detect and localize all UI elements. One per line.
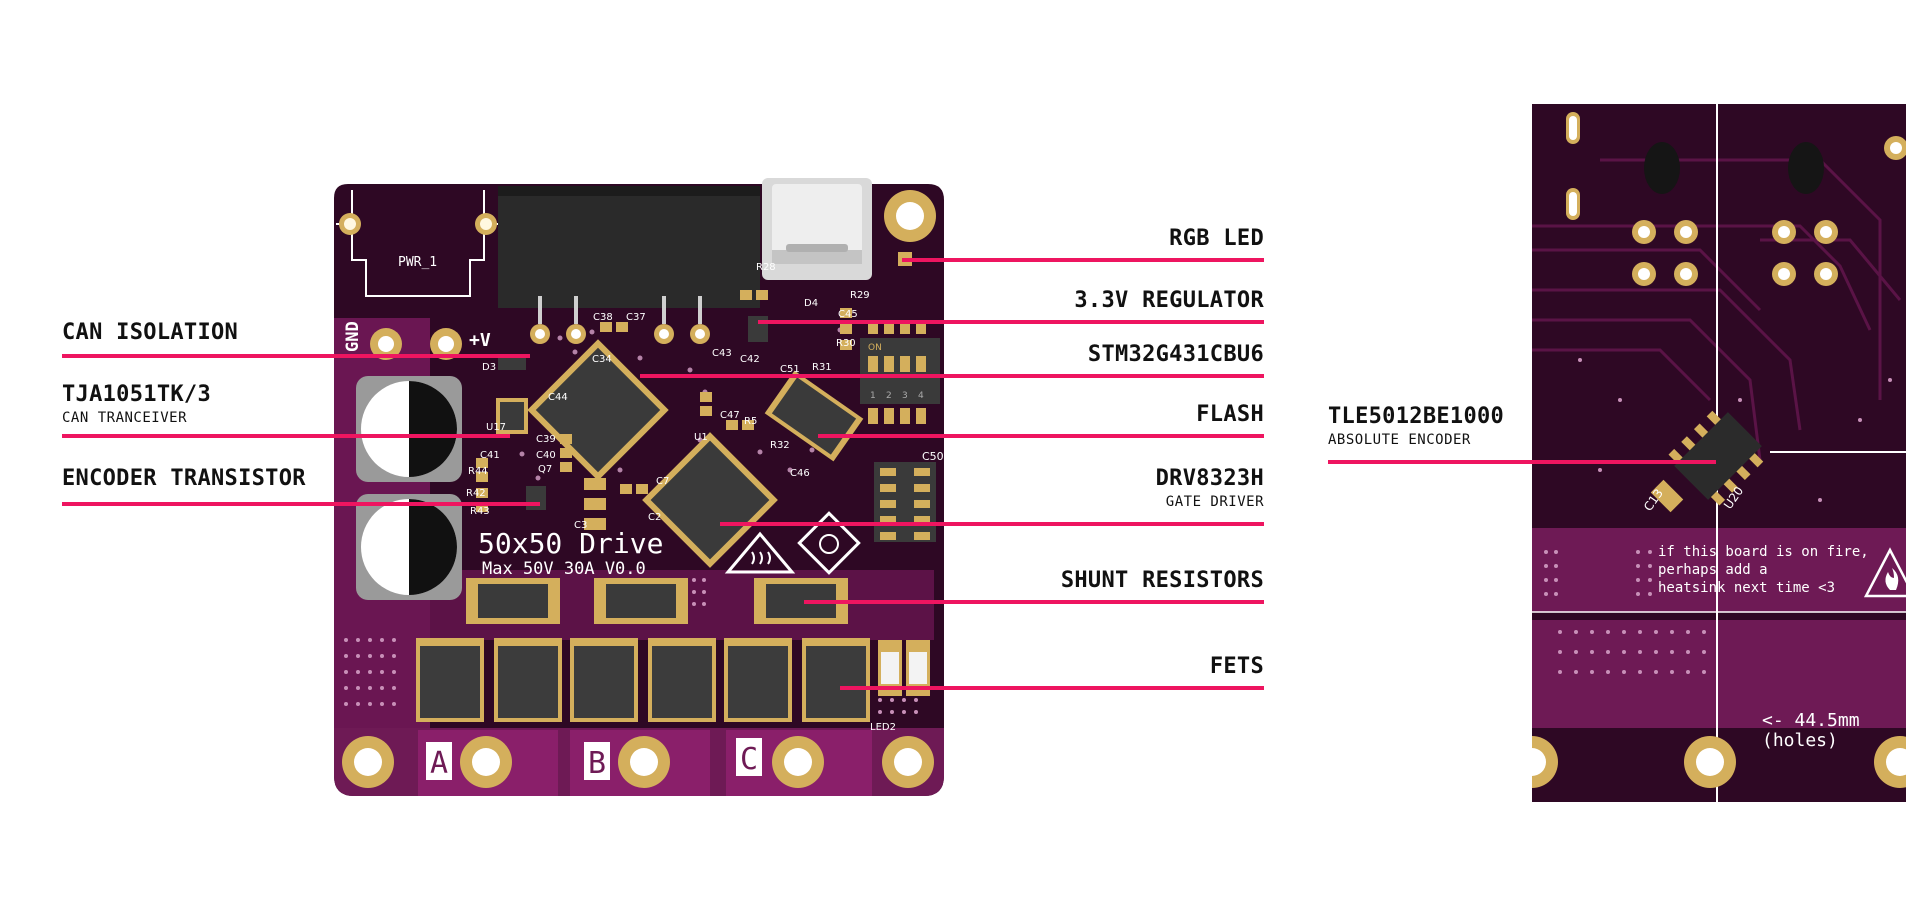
ref-r43: R43 <box>470 506 490 517</box>
svg-text:2: 2 <box>886 391 892 401</box>
label-fets: FETS <box>1209 654 1264 679</box>
ref-c46: C46 <box>790 468 810 479</box>
leader-encoder <box>1328 460 1716 464</box>
svg-text:4: 4 <box>918 391 924 401</box>
front-board: PWR_1 GND +V <box>334 178 944 796</box>
label-flash: FLASH <box>1196 402 1264 427</box>
ref-c43: C43 <box>712 348 732 359</box>
gate-driver-chip <box>642 432 778 568</box>
ref-r42: R42 <box>466 488 486 499</box>
leader-gate-driver <box>720 522 1264 526</box>
debug-header: C50 <box>874 450 944 542</box>
via-field <box>344 578 918 714</box>
ref-c49-label: LED2 <box>870 722 896 733</box>
label-encoder-sub: ABSOLUTE ENCODER <box>1328 432 1471 448</box>
ref-c42: C42 <box>740 354 760 365</box>
svg-text:1: 1 <box>870 391 876 401</box>
label-can-isolation: CAN ISOLATION <box>62 320 239 345</box>
leader-regulator <box>758 320 1264 324</box>
leader-shunt <box>804 600 1264 604</box>
label-gate-driver: DRV8323H <box>1155 466 1264 491</box>
mounting-holes <box>342 190 936 788</box>
leader-can-isolation <box>62 354 530 358</box>
ref-q7: Q7 <box>538 464 552 475</box>
encoder-transistor-part <box>526 486 546 510</box>
label-mcu: STM32G431CBU6 <box>1087 342 1264 367</box>
board-spec: Max 50V 30A V0.0 <box>482 559 646 579</box>
label-rgb-led: RGB LED <box>1169 226 1264 251</box>
usb-c-connector <box>762 178 872 280</box>
can-isolation-part <box>498 356 526 370</box>
label-encoder: TLE5012BE1000 <box>1328 404 1505 429</box>
back-warning-line-1: if this board is on fire, <box>1658 544 1869 560</box>
ref-u17: U17 <box>486 422 506 433</box>
ref-c51: C51 <box>780 364 800 375</box>
ref-c7: C7 <box>656 476 669 487</box>
ref-r5: R5 <box>744 416 757 427</box>
fire-warning-icon <box>1863 547 1906 598</box>
pwr-label: PWR_1 <box>398 255 437 270</box>
ref-c34: C34 <box>592 354 612 365</box>
ref-c45: C45 <box>838 309 858 320</box>
bulk-capacitors <box>356 376 462 600</box>
ref-c3: C3 <box>574 520 587 531</box>
ref-r28: R28 <box>756 262 776 273</box>
heat-warning-icon <box>724 531 796 574</box>
ref-c40: C40 <box>536 450 556 461</box>
can-transceiver-chip <box>496 398 528 434</box>
svg-text:3: 3 <box>902 391 908 401</box>
phase-b-label: B <box>588 746 606 781</box>
ref-c2: C2 <box>648 512 661 523</box>
label-gate-driver-sub: GATE DRIVER <box>1165 494 1264 510</box>
gnd-label: GND <box>343 321 363 352</box>
back-warning-pour <box>1532 528 1906 612</box>
label-encoder-transistor: ENCODER TRANSISTOR <box>62 466 306 491</box>
ref-d4: D4 <box>804 298 818 309</box>
board-title: 50x50 Drive <box>478 527 663 560</box>
ref-r29: R29 <box>850 290 870 301</box>
label-can-transceiver: TJA1051TK/3 <box>62 382 211 407</box>
label-shunt: SHUNT RESISTORS <box>1060 568 1264 593</box>
vplus-label: +V <box>469 330 491 351</box>
back-warning-line-2: perhaps add a <box>1658 562 1768 578</box>
dimension-note: (holes) <box>1762 730 1838 751</box>
back-pads <box>1566 112 1906 286</box>
back-bottom-pour <box>1532 620 1906 728</box>
ref-u1: U1 <box>694 432 708 443</box>
ref-r32: R32 <box>770 440 790 451</box>
dip-switch: ON 1 2 3 4 <box>860 322 940 424</box>
label-regulator: 3.3V REGULATOR <box>1074 288 1264 313</box>
leader-can-transceiver <box>62 434 510 438</box>
hazard-warning-icon <box>797 511 861 575</box>
ref-r31: R31 <box>812 362 832 373</box>
ref-c38: C38 <box>593 312 613 323</box>
leader-encoder-transistor <box>62 502 540 506</box>
label-can-transceiver-sub: CAN TRANCEIVER <box>62 410 188 426</box>
ref-r44: R44 <box>468 466 488 477</box>
ref-c47: C47 <box>720 410 740 421</box>
ref-r30: R30 <box>836 338 856 349</box>
ref-c37: C37 <box>626 312 646 323</box>
back-warning-line-3: heatsink next time <3 <box>1658 580 1835 596</box>
phase-c-label: C <box>740 742 758 777</box>
ref-h1: C50 <box>922 450 944 463</box>
ref-c39: C39 <box>536 434 556 445</box>
ref-c41: C41 <box>480 450 500 461</box>
dimension-label: <- 44.5mm <box>1762 710 1860 731</box>
encoder-chip <box>1668 410 1764 506</box>
ref-d3: D3 <box>482 362 496 373</box>
ref-c44: C44 <box>548 392 568 403</box>
leader-fets <box>840 686 1264 690</box>
power-fets <box>416 638 870 722</box>
leader-mcu <box>640 374 1264 378</box>
leader-flash <box>818 434 1264 438</box>
dip-on-label: ON <box>868 343 882 353</box>
leader-rgb-led <box>902 258 1264 262</box>
back-board: C13 U20 if this board is on fire, perhap… <box>1532 104 1906 802</box>
shunt-resistors <box>466 578 848 624</box>
encoder-cap <box>1650 479 1684 513</box>
motor-connector <box>498 186 760 344</box>
phase-a-label: A <box>430 746 448 781</box>
